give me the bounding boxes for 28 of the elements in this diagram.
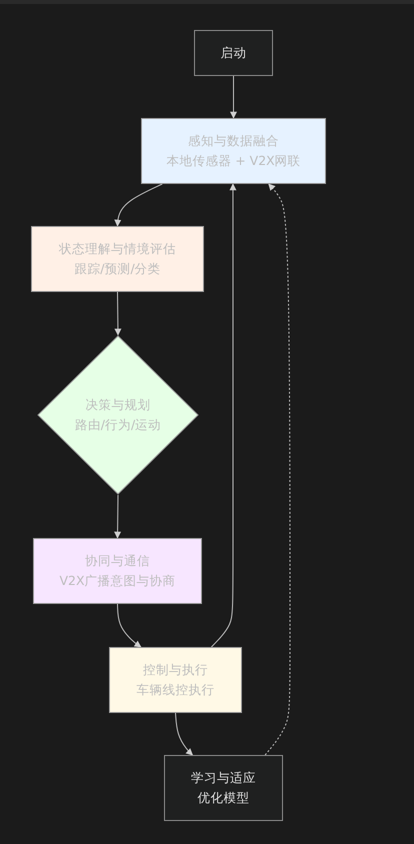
node-subtitle: 车辆线控执行 [136,681,214,699]
node-title: 状态理解与情境评估 [59,240,176,258]
arrow [117,604,142,648]
process-box [33,538,202,604]
process-box [141,118,326,184]
process-box [194,30,273,76]
arrow [175,712,194,756]
node-title: 感知与数据融合 [188,132,279,150]
node-title: 决策与规划 [86,396,150,414]
arrow [114,184,163,227]
node-title: 学习与适应 [191,769,256,787]
node-title: 协同与通信 [85,552,150,570]
node-subtitle: 优化模型 [198,789,250,807]
dashed-arrow [264,184,290,756]
node-subtitle: V2X广播意图与协商 [59,572,176,590]
process-box [31,226,204,292]
decision-diamond [37,335,199,495]
arrow [114,494,122,539]
node-subtitle: 跟踪/预测/分类 [74,260,161,278]
node-subtitle: 本地传感器 + V2X网联 [166,152,301,170]
arrow [210,183,236,648]
process-box [164,755,283,821]
arrow [114,292,122,336]
arrow [230,76,237,119]
node-subtitle: 路由/行为/运动 [74,416,162,434]
node-title: 启动 [220,44,246,62]
node-title: 控制与执行 [143,661,208,679]
process-box [109,647,242,713]
